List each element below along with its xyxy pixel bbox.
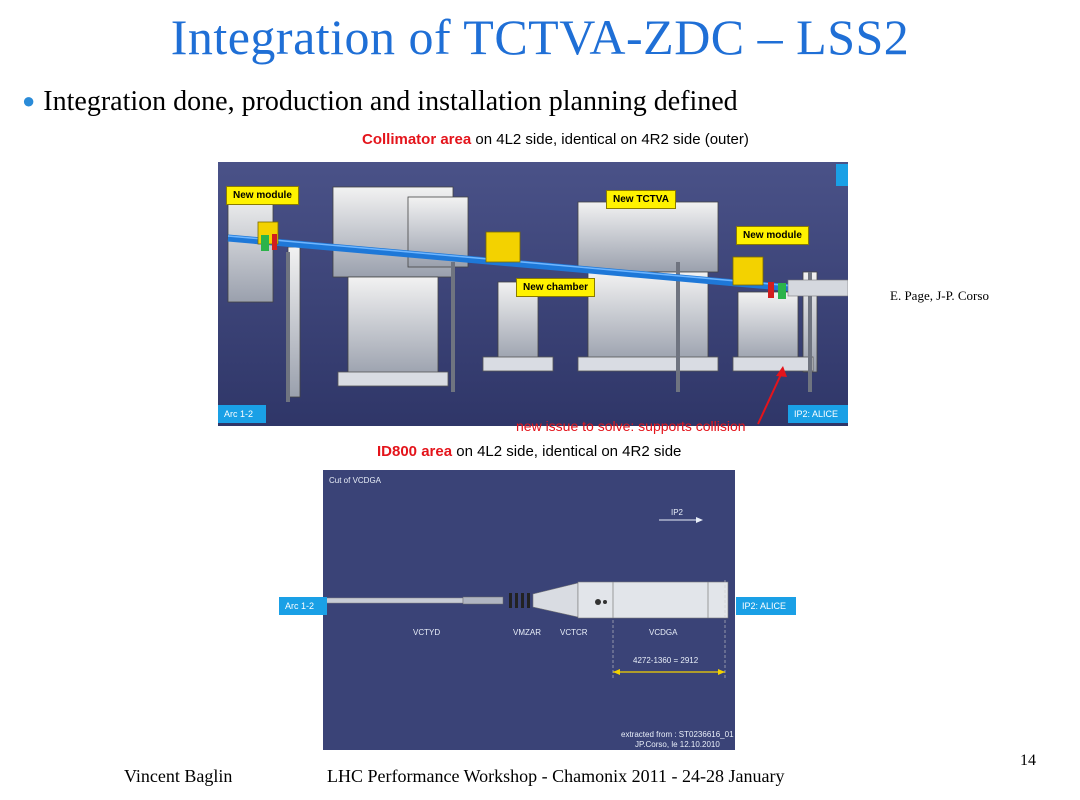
label-vctyd: VCTYD bbox=[413, 628, 441, 637]
label-ip2-arrow: IP2 bbox=[671, 508, 684, 517]
label-vcdga: VCDGA bbox=[649, 628, 678, 637]
collimator-cad-drawing bbox=[218, 162, 848, 426]
collimator-caption-highlight: Collimator area bbox=[362, 131, 472, 148]
id800-cad-image: Cut of VCDGA IP2 VCTYD VMZAR VCTCR VCDGA… bbox=[323, 470, 735, 750]
label-cut-of-vcdga: Cut of VCDGA bbox=[329, 476, 382, 485]
id800-caption-highlight: ID800 area bbox=[377, 443, 453, 460]
label-new-module-right: New module bbox=[736, 226, 809, 245]
id800-label-arc-1-2: Arc 1-2 bbox=[279, 597, 327, 615]
label-new-tctva: New TCTVA bbox=[606, 190, 676, 209]
id800-label-ip2-alice: IP2: ALICE bbox=[736, 597, 796, 615]
label-vctcr: VCTCR bbox=[560, 628, 588, 637]
page-number: 14 bbox=[1020, 752, 1036, 769]
id800-caption-rest: on 4L2 side, identical on 4R2 side bbox=[452, 443, 682, 460]
label-new-chamber: New chamber bbox=[516, 278, 596, 297]
bullet-dot-icon: ● bbox=[22, 88, 36, 113]
label-arc-1-2: Arc 1-2 bbox=[218, 405, 266, 423]
collimator-cad-image: New module New TCTVA New module New cham… bbox=[218, 162, 848, 426]
slide-title: Integration of TCTVA-ZDC – LSS2 bbox=[170, 9, 910, 65]
collimator-caption-rest: on 4L2 side, identical on 4R2 side (oute… bbox=[471, 131, 749, 148]
label-new-module-left: New module bbox=[226, 186, 299, 205]
label-extracted-from: extracted from : ST0236616_01 bbox=[621, 730, 734, 739]
label-vmzar: VMZAR bbox=[513, 628, 541, 637]
collimator-caption: Collimator area on 4L2 side, identical o… bbox=[362, 131, 749, 148]
label-ip2-alice: IP2: ALICE bbox=[788, 405, 848, 423]
footer-event: LHC Performance Workshop - Chamonix 2011… bbox=[327, 766, 785, 786]
credit-text: E. Page, J-P. Corso bbox=[890, 288, 989, 303]
id800-caption: ID800 area on 4L2 side, identical on 4R2… bbox=[377, 443, 681, 460]
label-extracted-author: JP.Corso, le 12.10.2010 bbox=[635, 740, 720, 749]
label-dimension: 4272-1360 = 2912 bbox=[633, 656, 699, 665]
supports-collision-note: new issue to solve: supports collision bbox=[516, 418, 746, 434]
id800-cad-drawing bbox=[323, 470, 735, 750]
bullet-item: ● Integration done, production and instal… bbox=[22, 86, 738, 118]
bullet-text: Integration done, production and install… bbox=[43, 86, 738, 117]
footer-author: Vincent Baglin bbox=[124, 766, 233, 786]
